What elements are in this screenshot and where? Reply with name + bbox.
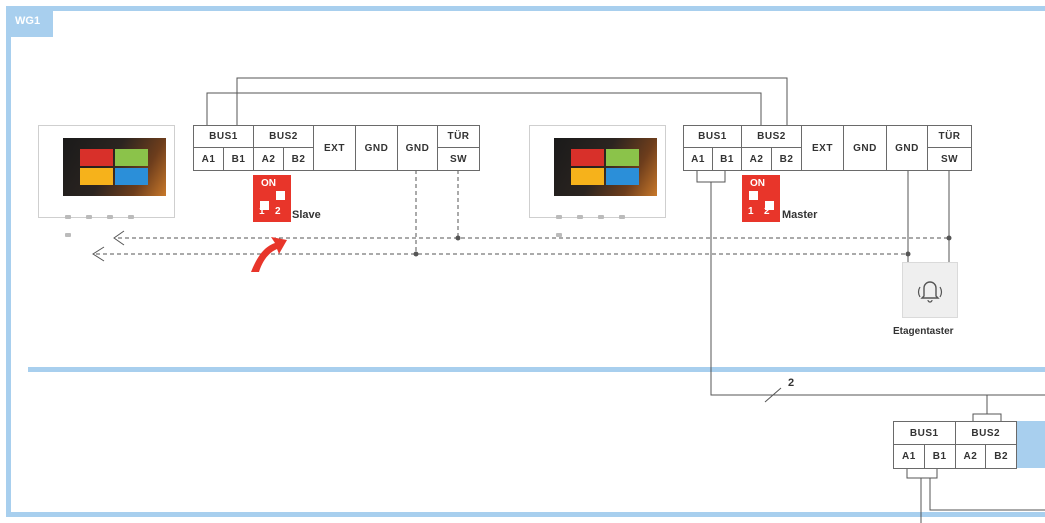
master-bus1-bracket bbox=[696, 170, 726, 183]
lower-bus2-bracket bbox=[972, 413, 1002, 421]
dip-switch-master: ON 1 2 bbox=[742, 175, 780, 222]
curved-arrow-icon bbox=[251, 237, 287, 272]
dip-switch-1 bbox=[260, 201, 269, 210]
terminal-b2: B2 bbox=[771, 147, 802, 171]
wire-count-label: 2 bbox=[788, 377, 795, 389]
terminal-b1: B1 bbox=[923, 444, 956, 469]
dip-number-2: 2 bbox=[764, 206, 770, 217]
terminal-ext: EXT bbox=[313, 125, 356, 171]
wire-count-tick bbox=[764, 387, 782, 403]
bell-icon bbox=[917, 281, 943, 303]
terminal-tuer: TÜR bbox=[927, 125, 972, 148]
terminal-gnd: GND bbox=[397, 125, 438, 171]
terminal-a2: A2 bbox=[954, 444, 987, 469]
dip-on-label: ON bbox=[261, 178, 276, 189]
monitor-screen bbox=[554, 138, 657, 196]
dip-on-label: ON bbox=[750, 178, 765, 189]
terminal-a1: A1 bbox=[193, 147, 224, 171]
monitor-master bbox=[529, 125, 666, 237]
terminal-gnd: GND bbox=[886, 125, 928, 171]
terminal-b1: B1 bbox=[712, 147, 742, 171]
bus-wire-outer bbox=[206, 92, 762, 125]
terminal-sw: SW bbox=[437, 147, 480, 171]
floor-button-label: Etagentaster bbox=[893, 326, 954, 337]
terminal-bus2: BUS2 bbox=[954, 421, 1017, 445]
monitor-buttons bbox=[65, 206, 165, 237]
terminal-b2: B2 bbox=[985, 444, 1017, 469]
group-label: WG1 bbox=[6, 6, 53, 37]
terminal-a2: A2 bbox=[741, 147, 772, 171]
terminal-gnd: GND bbox=[843, 125, 887, 171]
arrow-left-icon bbox=[92, 230, 125, 262]
bus-trunk-wire bbox=[710, 182, 1045, 396]
lower-bus1-bracket bbox=[906, 468, 938, 479]
monitor-buttons bbox=[556, 206, 656, 237]
terminal-sw: SW bbox=[927, 147, 972, 171]
wg1-frame bbox=[6, 6, 1045, 517]
terminal-a1: A1 bbox=[683, 147, 713, 171]
monitor-screen bbox=[63, 138, 166, 196]
dip-switch-2 bbox=[765, 201, 774, 210]
terminal-b2: B2 bbox=[283, 147, 314, 171]
dip-switch-2 bbox=[276, 191, 285, 200]
dip-number-1: 1 bbox=[748, 206, 754, 217]
terminal-block-slave: BUS1 BUS2 EXT GND GND TÜR A1 B1 A2 B2 SW bbox=[193, 125, 480, 171]
terminal-bus2: BUS2 bbox=[741, 125, 802, 148]
terminal-bus1: BUS1 bbox=[893, 421, 956, 445]
terminal-ext: EXT bbox=[801, 125, 844, 171]
floor-button bbox=[902, 262, 958, 318]
terminal-block-lower: BUS1 BUS2 A1 B1 A2 B2 bbox=[893, 421, 1017, 469]
master-label: Master bbox=[782, 209, 818, 221]
dip-number-1: 1 bbox=[259, 206, 265, 217]
terminal-bus2: BUS2 bbox=[253, 125, 314, 148]
dip-switch-slave: ON 1 2 bbox=[253, 175, 291, 222]
bus-wire-inner bbox=[236, 77, 788, 125]
dip-number-2: 2 bbox=[275, 206, 281, 217]
section-divider bbox=[28, 367, 1045, 372]
terminal-tuer: TÜR bbox=[437, 125, 480, 148]
slave-label: Slave bbox=[292, 209, 321, 221]
terminal-a1: A1 bbox=[893, 444, 925, 469]
terminal-bus1: BUS1 bbox=[683, 125, 742, 148]
terminal-block-master: BUS1 BUS2 EXT GND GND TÜR A1 B1 A2 B2 SW bbox=[683, 125, 972, 171]
terminal-a2: A2 bbox=[253, 147, 284, 171]
terminal-gnd: GND bbox=[355, 125, 398, 171]
terminal-bus1: BUS1 bbox=[193, 125, 254, 148]
dip-switch-1 bbox=[749, 191, 758, 200]
terminal-b1: B1 bbox=[223, 147, 254, 171]
monitor-slave bbox=[38, 125, 175, 237]
lower-unit-panel bbox=[1017, 421, 1045, 468]
